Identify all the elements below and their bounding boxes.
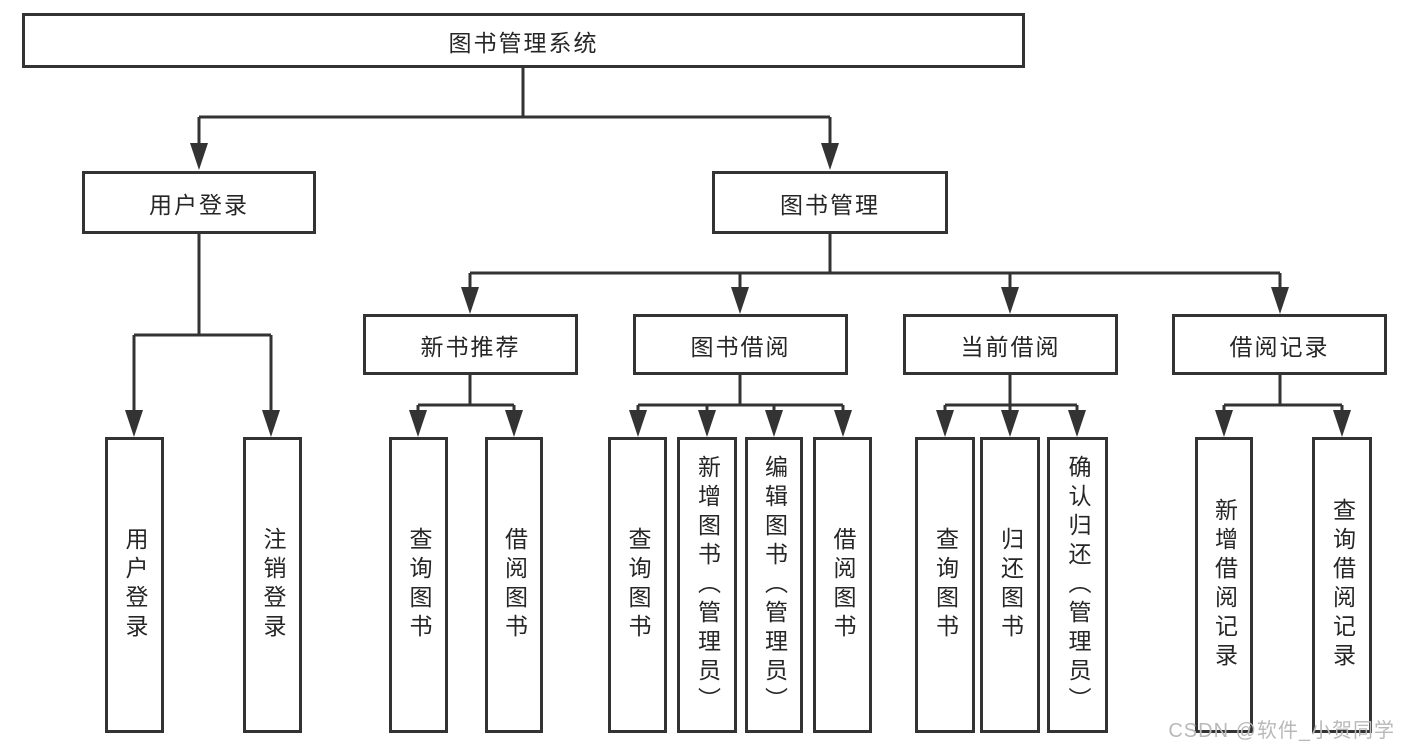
leaf-query-borrow-record-label: 查询借阅记录 <box>1329 498 1356 672</box>
leaf-query-books-current: 查询图书 <box>915 437 975 733</box>
leaf-add-borrow-record-label: 新增借阅记录 <box>1211 498 1238 672</box>
leaf-borrow-books-recommend: 借阅图书 <box>485 437 543 733</box>
connector-new-book-recommend <box>409 375 523 437</box>
leaf-query-borrow-record: 查询借阅记录 <box>1312 437 1372 733</box>
connector-book-management <box>461 234 1289 314</box>
leaf-borrow-books-recommend-label: 借阅图书 <box>501 527 528 643</box>
node-borrow-records: 借阅记录 <box>1172 314 1387 375</box>
node-book-borrow-label: 图书借阅 <box>690 333 791 360</box>
node-user-login-label: 用户登录 <box>149 191 249 218</box>
leaf-query-books-borrow: 查询图书 <box>608 437 667 733</box>
node-root-label: 图书管理系统 <box>448 29 599 56</box>
leaf-confirm-return-admin: 确认归还（管理员） <box>1047 437 1108 733</box>
leaf-query-books-recommend-label: 查询图书 <box>406 527 432 643</box>
leaf-query-books-borrow-label: 查询图书 <box>625 527 651 643</box>
connector-book-borrow <box>629 375 852 437</box>
leaf-add-books-admin: 新增图书（管理员） <box>677 437 737 733</box>
node-book-management: 图书管理 <box>712 171 948 234</box>
node-book-borrow: 图书借阅 <box>633 314 848 375</box>
leaf-return-books-label: 归还图书 <box>997 527 1024 643</box>
connector-root <box>190 68 839 170</box>
node-current-borrow: 当前借阅 <box>903 314 1118 375</box>
node-new-book-recommend-label: 新书推荐 <box>420 333 521 360</box>
node-current-borrow-label: 当前借阅 <box>960 333 1061 360</box>
connector-borrow-records <box>1215 375 1351 437</box>
connector-current-borrow <box>936 375 1086 437</box>
node-book-management-label: 图书管理 <box>780 191 880 218</box>
node-user-login: 用户登录 <box>82 171 316 234</box>
connector-user-login <box>125 234 280 437</box>
leaf-borrow-books-borrow: 借阅图书 <box>813 437 872 733</box>
leaf-logout-label: 注销登录 <box>260 527 286 643</box>
leaf-add-borrow-record: 新增借阅记录 <box>1195 437 1253 733</box>
watermark-text: CSDN @软件_小贺同学 <box>1168 720 1395 742</box>
leaf-logout: 注销登录 <box>243 437 302 733</box>
leaf-edit-books-admin: 编辑图书（管理员） <box>745 437 803 733</box>
leaf-edit-books-admin-label: 编辑图书（管理员） <box>761 454 788 716</box>
leaf-confirm-return-admin-label: 确认归还（管理员） <box>1065 454 1091 716</box>
node-borrow-records-label: 借阅记录 <box>1229 333 1330 360</box>
leaf-query-books-recommend: 查询图书 <box>389 437 448 733</box>
leaf-return-books: 归还图书 <box>980 437 1040 733</box>
leaf-user-login: 用户登录 <box>105 437 164 733</box>
node-root: 图书管理系统 <box>22 13 1025 68</box>
leaf-user-login-label: 用户登录 <box>122 527 148 643</box>
node-new-book-recommend: 新书推荐 <box>363 314 578 375</box>
leaf-add-books-admin-label: 新增图书（管理员） <box>694 454 721 716</box>
leaf-query-books-current-label: 查询图书 <box>932 527 959 643</box>
leaf-borrow-books-borrow-label: 借阅图书 <box>830 527 856 643</box>
